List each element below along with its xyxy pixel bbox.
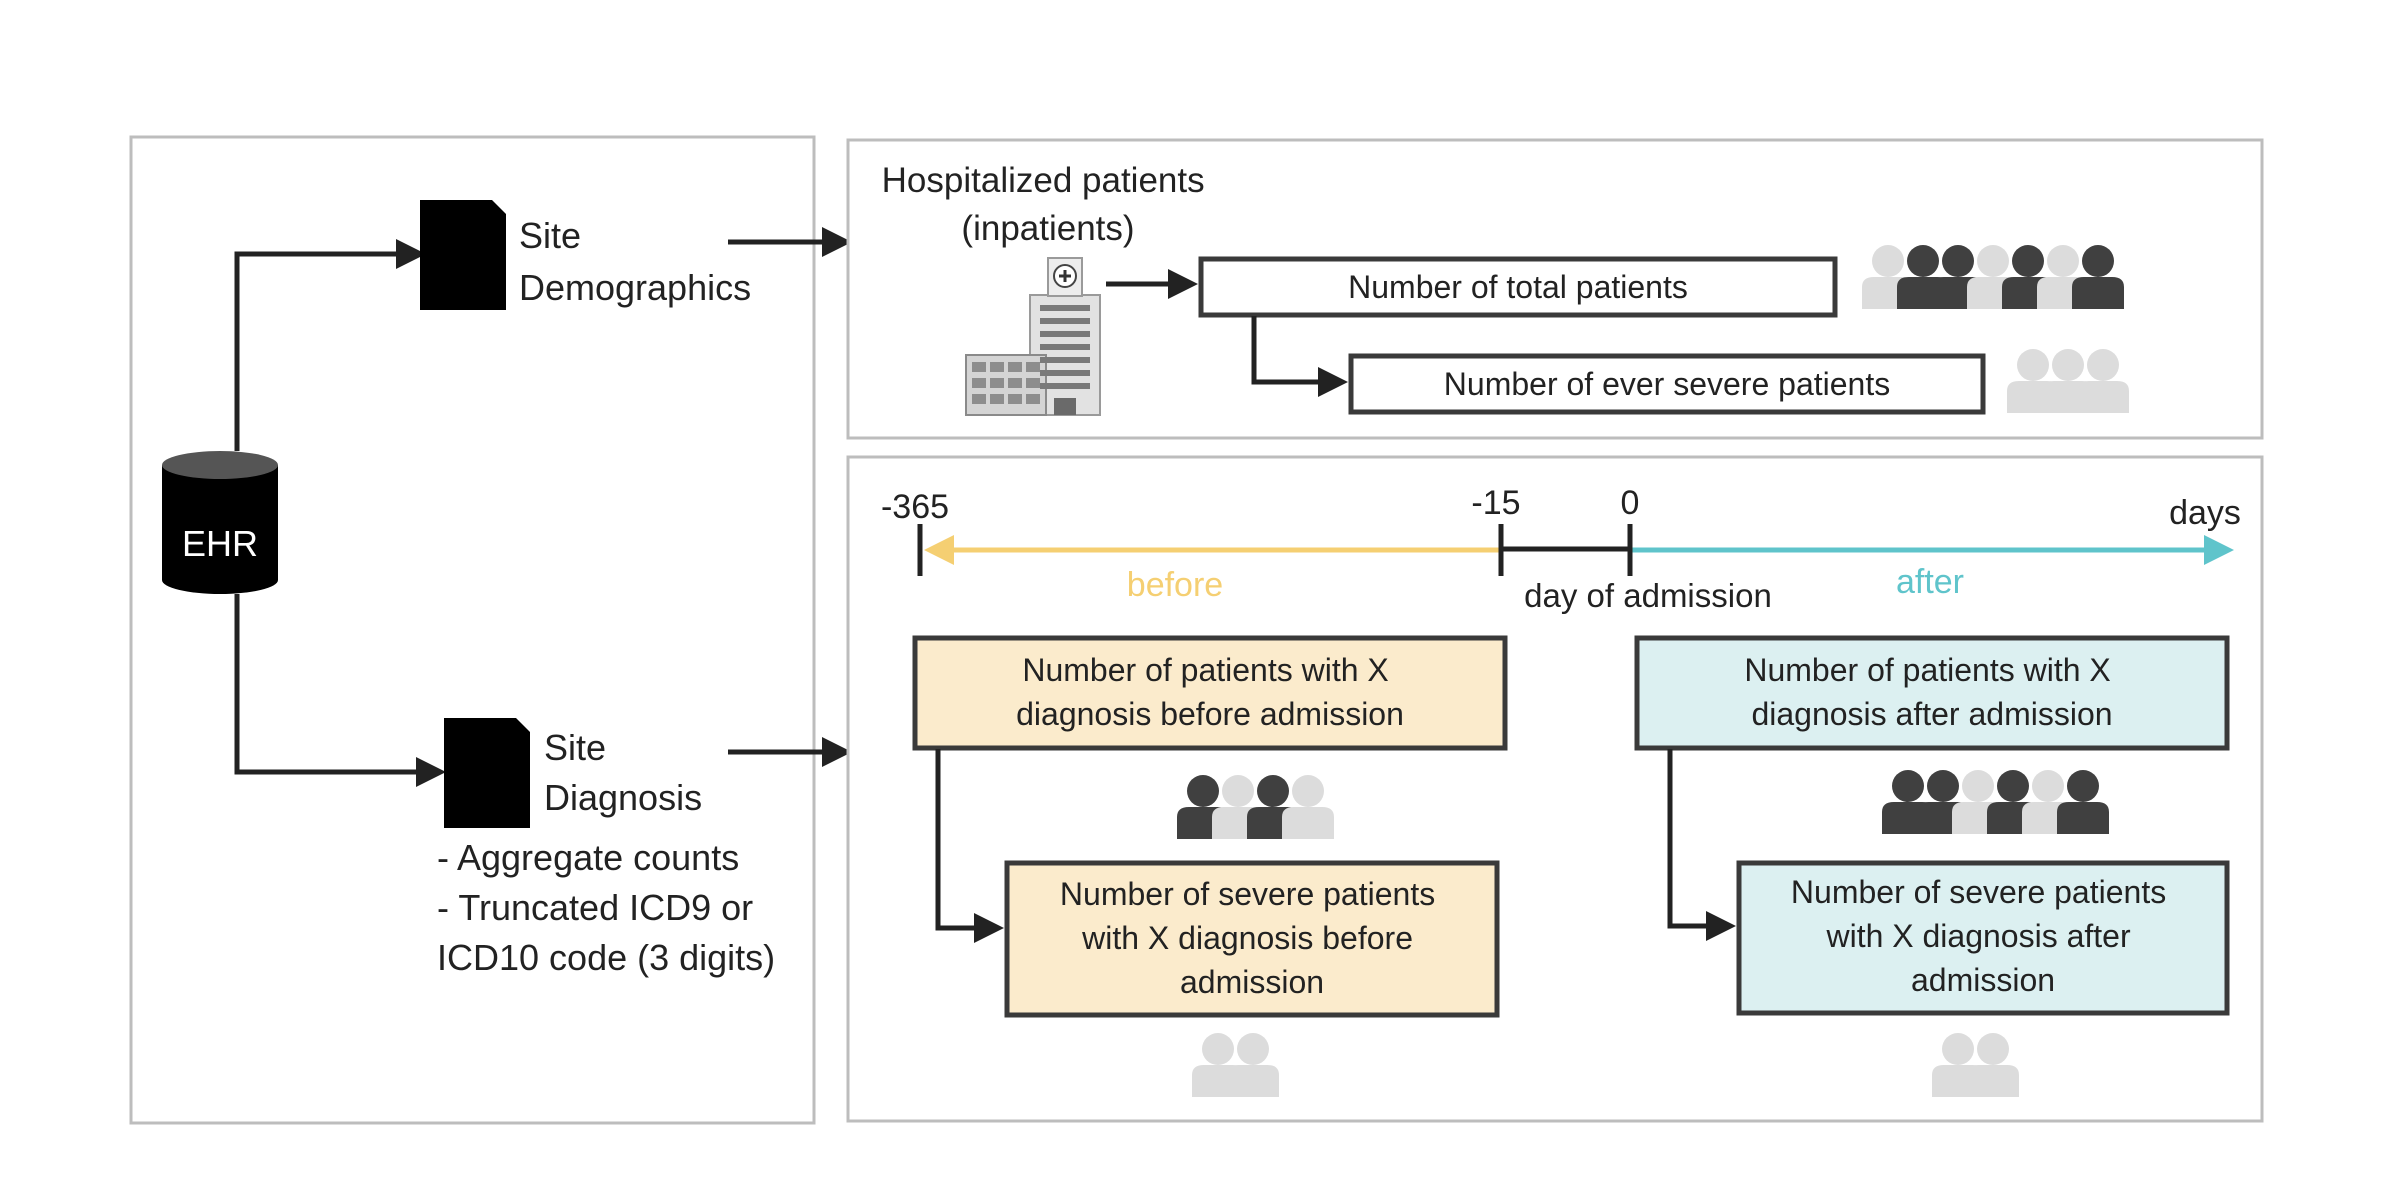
ehr-to-demographics-arrow bbox=[234, 239, 426, 451]
ever-severe-box bbox=[1348, 353, 1986, 415]
admission-label: day of admission bbox=[1524, 577, 1772, 614]
people-group-icon bbox=[2007, 349, 2129, 413]
before-admission-box bbox=[912, 635, 1508, 751]
tick-label-0: 0 bbox=[1621, 484, 1640, 522]
severe-before-box bbox=[1004, 860, 1500, 1018]
site-diagnosis-label: Site Diagnosis bbox=[544, 727, 702, 818]
tick-label-minus-365: -365 bbox=[881, 488, 949, 526]
ever-severe-label: Number of ever severe patients bbox=[1444, 366, 1890, 402]
total-to-severe-arrow bbox=[1251, 316, 1348, 397]
inpatients-title: Hospitalized patients (inpatients) bbox=[882, 161, 1215, 248]
hospital-icon bbox=[965, 257, 1101, 416]
diagnosis-notes: - Aggregate counts - Truncated ICD9 or I… bbox=[437, 837, 775, 978]
before-to-severe-arrow bbox=[935, 749, 1004, 943]
total-patients-label: Number of total patients bbox=[1348, 269, 1688, 305]
after-admission-label: Number of patients with X diagnosis afte… bbox=[1744, 652, 2119, 732]
ehr-to-diagnosis-arrow bbox=[234, 594, 446, 787]
ehr-label: EHR bbox=[182, 523, 258, 564]
after-admission-box bbox=[1634, 635, 2230, 751]
total-patients-box bbox=[1198, 256, 1838, 318]
database-icon bbox=[162, 451, 278, 594]
severe-after-box bbox=[1736, 860, 2230, 1016]
before-label: before bbox=[1127, 566, 1223, 604]
after-label: after bbox=[1896, 563, 1964, 601]
severe-before-label: Number of severe patients with X diagnos… bbox=[1060, 876, 1444, 1000]
severe-after-label: Number of severe patients with X diagnos… bbox=[1791, 874, 2175, 998]
after-to-severe-arrow bbox=[1667, 749, 1736, 941]
site-demographics-label: Site Demographics bbox=[519, 215, 751, 308]
people-group-icon bbox=[1862, 245, 2124, 309]
tick-label-minus-15: -15 bbox=[1471, 484, 1520, 522]
document-icon bbox=[444, 718, 530, 828]
document-icon bbox=[420, 200, 506, 310]
days-label: days bbox=[2169, 494, 2241, 532]
before-admission-label: Number of patients with X diagnosis befo… bbox=[1016, 652, 1404, 732]
